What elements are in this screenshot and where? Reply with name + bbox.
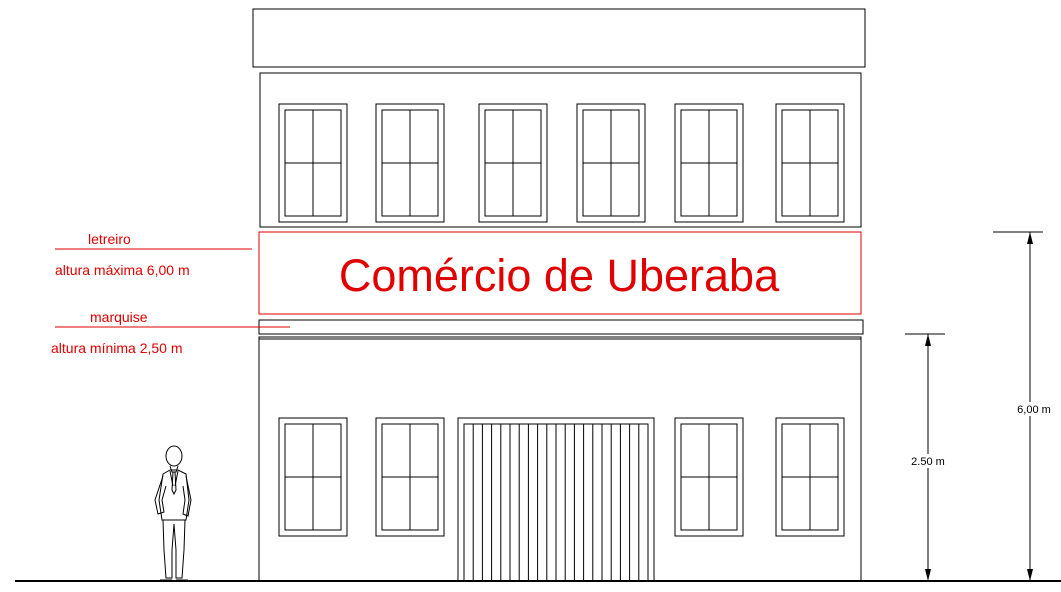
human-figure <box>154 445 192 581</box>
upper-windows <box>278 103 845 223</box>
ground-floor-windows <box>278 417 845 537</box>
sign-text: Comércio de Uberaba <box>339 250 780 301</box>
canopy <box>258 319 864 335</box>
rolling-door <box>457 417 655 582</box>
window <box>278 417 348 537</box>
dimension-sign-label: 6,00 m <box>1017 404 1051 416</box>
sign-board <box>258 231 862 315</box>
window <box>674 103 744 223</box>
window <box>278 103 348 223</box>
canopy-height-note: altura mínima 2,50 m <box>51 340 183 356</box>
upper-floor <box>259 72 862 228</box>
window <box>478 103 548 223</box>
sign-height-note: altura máxima 6,00 m <box>55 262 190 278</box>
window <box>674 417 744 537</box>
dimension-canopy-label: 2.50 m <box>911 456 945 468</box>
window <box>576 103 646 223</box>
dimension-sign-height: 6,00 m <box>993 231 1057 582</box>
ground-floor <box>258 336 862 582</box>
sign-label: letreiro <box>88 231 131 247</box>
canopy-label: marquise <box>90 309 148 325</box>
window <box>775 417 845 537</box>
roof-parapet <box>252 8 866 68</box>
window <box>775 103 845 223</box>
dimension-canopy-height: 2.50 m <box>905 333 955 582</box>
window <box>375 103 445 223</box>
window <box>375 417 445 537</box>
